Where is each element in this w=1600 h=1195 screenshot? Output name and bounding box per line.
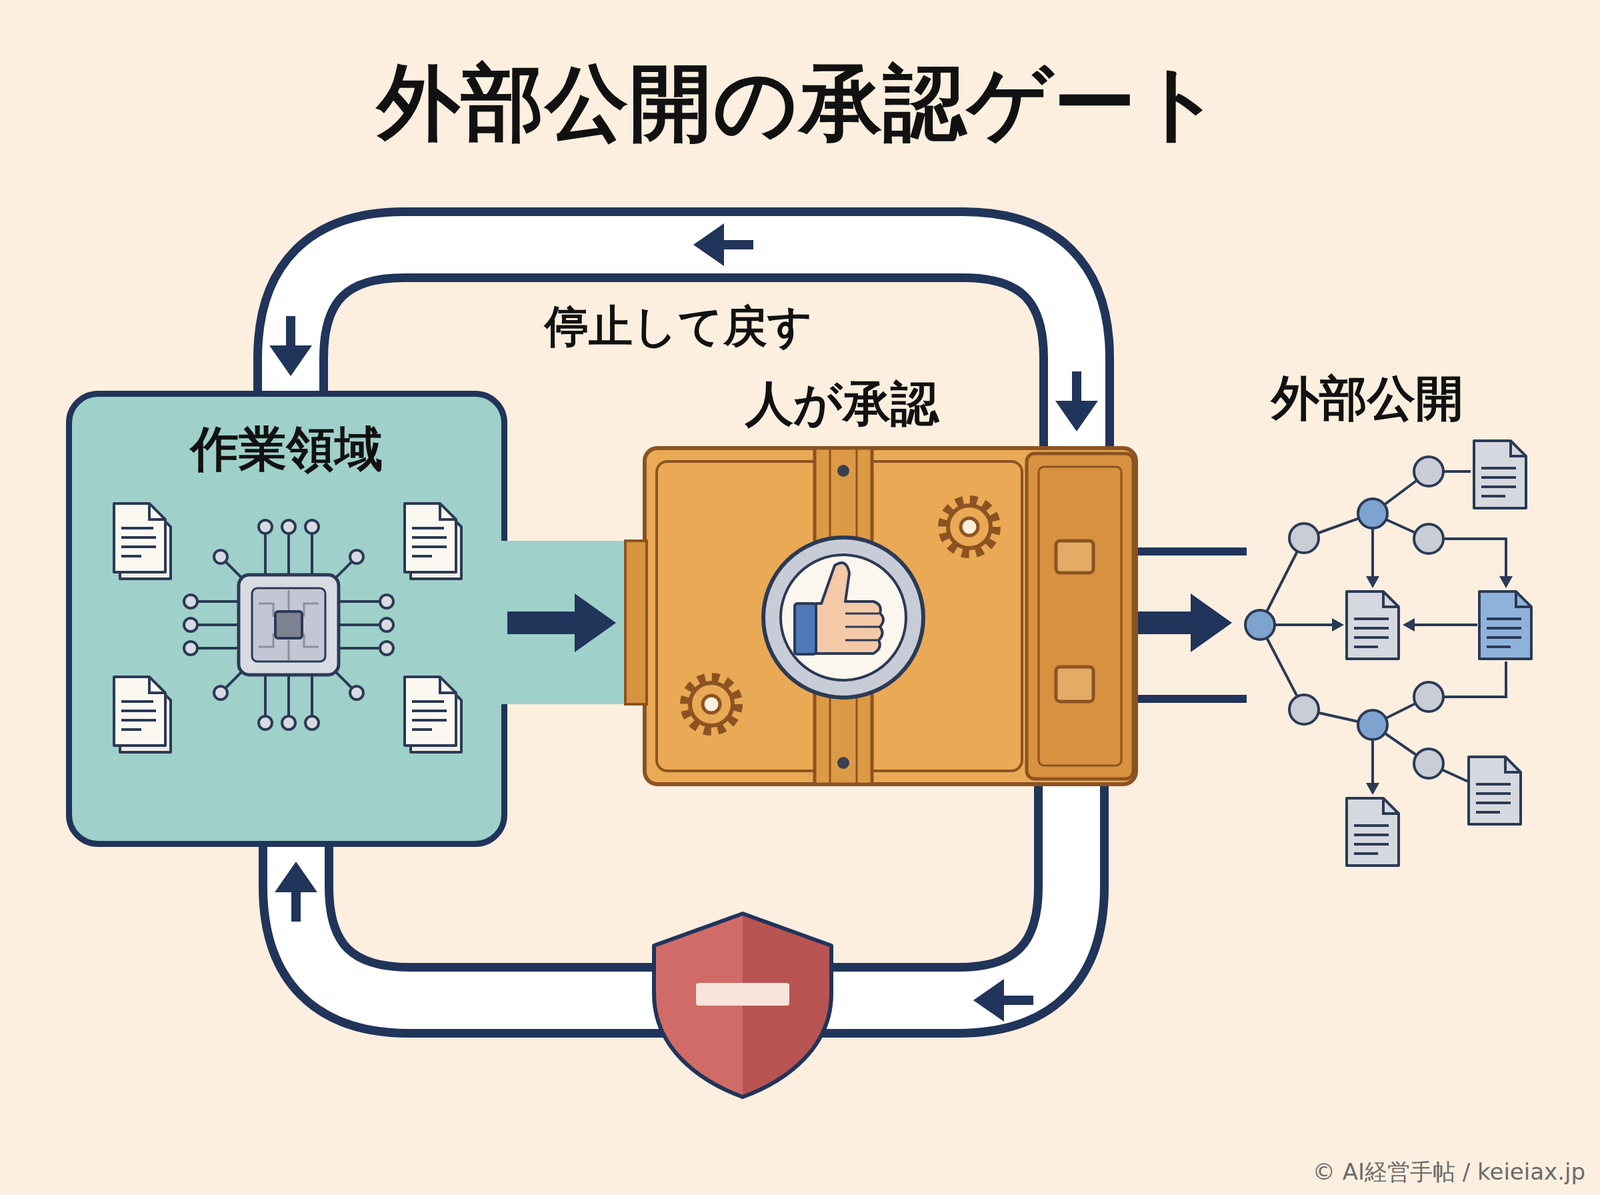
watermark: © AI経営手帖 / keieiax.jp [1312, 1158, 1586, 1186]
document-icon [1346, 591, 1399, 659]
arrowhead [274, 861, 318, 892]
diagram-title: 外部公開の承認ゲート [0, 53, 1600, 153]
shield-right [742, 913, 832, 1097]
arrowhead [1190, 593, 1232, 652]
edge-label: 停止して戻す [478, 300, 879, 353]
output-rails [1138, 551, 1247, 699]
network-arrowhead [1366, 782, 1380, 795]
arrowhead [269, 345, 312, 376]
document-icon [1479, 591, 1532, 659]
document-icon [1468, 756, 1521, 824]
publication-network: 外部公開 [1240, 440, 1547, 874]
network-point [1289, 523, 1319, 553]
network-point [1414, 748, 1444, 778]
work-area-box: 作業領域 [66, 390, 508, 847]
arrow-tail [713, 240, 754, 250]
node-label: 外部公開 [1200, 369, 1534, 427]
flow-arrow [507, 593, 616, 652]
network-arrowhead [1402, 618, 1415, 632]
network-point [1289, 694, 1319, 724]
flow-arrow [1138, 593, 1232, 652]
shield-bar [696, 982, 790, 1006]
document-icon [1474, 440, 1526, 508]
arrowhead [973, 978, 1004, 1022]
node-label: 人が承認 [675, 374, 1009, 432]
network-hub [1358, 710, 1388, 740]
arrow-tail [1072, 371, 1082, 412]
approval-gate: 人が承認 [642, 446, 1138, 786]
network-link-lines [1260, 471, 1506, 787]
network-points [1245, 456, 1444, 778]
arrow-tail [993, 995, 1034, 1005]
network-arrowhead [1332, 618, 1344, 632]
network-arrowhead [1366, 576, 1380, 588]
network-point [1414, 682, 1444, 712]
arrow-tail [286, 316, 296, 356]
network-point [1414, 456, 1444, 486]
shield-left [654, 913, 743, 1097]
arrow-shaft [507, 611, 583, 634]
network-hub [1358, 498, 1388, 528]
network-arrowhead [1499, 576, 1513, 588]
shield-outline [654, 913, 832, 1097]
arrow-tail [291, 881, 301, 922]
arrowhead [574, 593, 616, 652]
network-hub [1245, 610, 1275, 640]
arrow-shaft [1138, 611, 1199, 634]
feed-band [501, 540, 635, 704]
network-point [1414, 524, 1444, 554]
node-label: 作業領域 [72, 420, 502, 478]
network-links [1260, 471, 1506, 787]
document-icon [1346, 798, 1399, 866]
arrowhead [1055, 400, 1098, 432]
network-arrowheads [1332, 576, 1513, 795]
arrowhead [693, 223, 724, 266]
